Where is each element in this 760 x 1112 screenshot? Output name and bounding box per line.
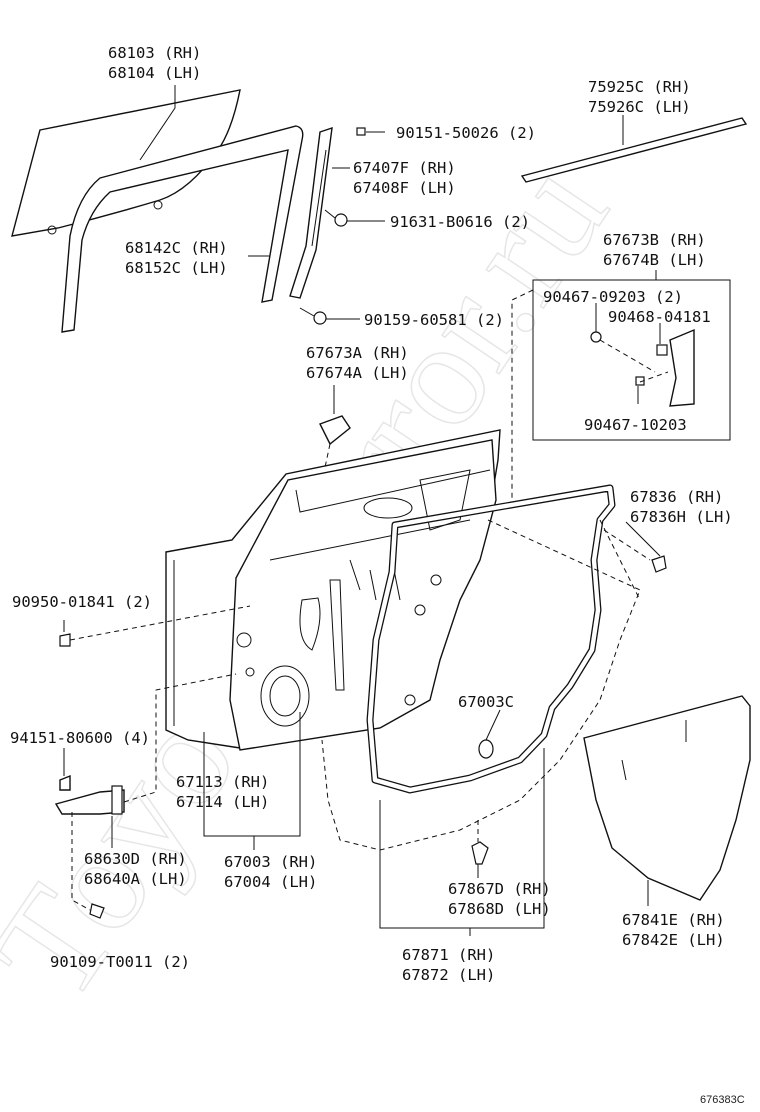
- bolt-90467-icon: [590, 331, 602, 343]
- hinge-assembly[interactable]: [54, 774, 125, 815]
- label-door-lh: 67004 (LH): [224, 873, 317, 891]
- label-glass-lh: 68104 (LH): [108, 64, 201, 82]
- label-glass-rh: 68103 (RH): [108, 44, 201, 62]
- label-film-lh: 67842E (LH): [622, 931, 725, 949]
- label-panel-rh: 67113 (RH): [176, 773, 269, 791]
- door-weatherstrip[interactable]: [366, 484, 616, 794]
- label-panel-lh: 67114 (LH): [176, 793, 269, 811]
- label-door-rh: 67003 (RH): [224, 853, 317, 871]
- label-nut-91631: 91631-B0616 (2): [390, 213, 530, 231]
- door-frame-bar[interactable]: [289, 126, 333, 299]
- label-channel-lh: 68152C (LH): [125, 259, 228, 277]
- label-cushion-rh: 67836 (RH): [630, 488, 723, 506]
- label-weatherstrip-lh: 67872 (LH): [402, 966, 495, 984]
- label-channel-rh: 68142C (RH): [125, 239, 228, 257]
- label-moulding-rh: 75925C (RH): [588, 78, 691, 96]
- label-clip-90468: 90468-04181: [608, 308, 711, 326]
- label-bolt-90467-10203: 90467-10203: [584, 416, 687, 434]
- label-frame-rh: 67407F (RH): [353, 159, 456, 177]
- label-cushion-lh: 67836H (LH): [630, 508, 733, 526]
- label-frame-lh: 67408F (LH): [353, 179, 456, 197]
- label-plug-67003c: 67003C: [458, 693, 514, 711]
- belt-moulding[interactable]: [520, 117, 748, 183]
- plug-67003c-icon: [478, 739, 494, 759]
- cushion-67836-icon: [651, 555, 667, 573]
- bolt-90159-icon: [299, 307, 327, 325]
- label-moulding-lh: 75926C (LH): [588, 98, 691, 116]
- garnish-67673a[interactable]: [319, 415, 351, 446]
- label-bolt-90467-09203: 90467-09203 (2): [543, 288, 683, 306]
- screw-90151-icon: [356, 127, 366, 136]
- label-bracket-rh: 67673B (RH): [603, 231, 706, 249]
- label-hinge-lh: 68640A (LH): [84, 870, 187, 888]
- label-film-rh: 67841E (RH): [622, 911, 725, 929]
- label-clip-67867-lh: 67868D (LH): [448, 900, 551, 918]
- label-bolt-90109: 90109-T0011 (2): [50, 953, 190, 971]
- label-bolt-90950: 90950-01841 (2): [12, 593, 152, 611]
- label-bracket-lh: 67674B (LH): [603, 251, 706, 269]
- bracket-set-box: [532, 279, 731, 441]
- bracket-icon: [669, 328, 695, 407]
- bolt-90109-icon: [89, 903, 105, 919]
- glass-run-channel[interactable]: [61, 125, 304, 333]
- clip-90468-icon: [656, 344, 668, 356]
- label-clip-67867-rh: 67867D (RH): [448, 880, 551, 898]
- label-hinge-rh: 68630D (RH): [84, 850, 187, 868]
- label-garnish-rh: 67673A (RH): [306, 344, 409, 362]
- label-screw-90151: 90151-50026 (2): [396, 124, 536, 142]
- nut-91631-icon: [324, 209, 348, 227]
- label-garnish-lh: 67674A (LH): [306, 364, 409, 382]
- label-bolt-90159: 90159-60581 (2): [364, 311, 504, 329]
- bolt-90950-icon: [59, 633, 71, 647]
- diagram-id: 676383C: [700, 1094, 745, 1106]
- label-bolt-94151: 94151-80600 (4): [10, 729, 150, 747]
- clip-67867d-icon: [471, 841, 489, 865]
- service-hole-film[interactable]: [583, 695, 751, 901]
- label-weatherstrip-rh: 67871 (RH): [402, 946, 495, 964]
